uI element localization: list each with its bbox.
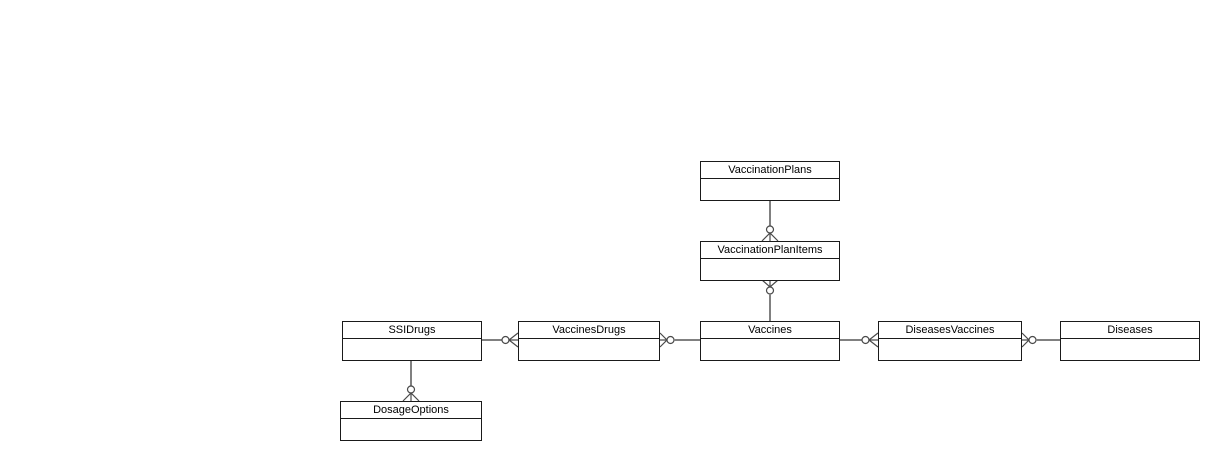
connector-vaccinationplans-vaccinationplanitems[interactable] xyxy=(761,201,779,242)
connector-vaccinationplanitems-vaccines[interactable] xyxy=(761,279,779,321)
entity-diseases-body xyxy=(1061,339,1199,360)
entity-vaccinesdrugs-body xyxy=(519,339,659,360)
entity-diseasesvaccines-label: DiseasesVaccines xyxy=(879,322,1021,339)
entity-vaccinesdrugs[interactable]: VaccinesDrugs xyxy=(518,321,660,361)
entity-vaccinationplanitems-body xyxy=(701,259,839,280)
entity-vaccines[interactable]: Vaccines xyxy=(700,321,840,361)
entity-diseasesvaccines[interactable]: DiseasesVaccines xyxy=(878,321,1022,361)
entity-dosageoptions-body xyxy=(341,419,481,440)
entity-vaccinesdrugs-label: VaccinesDrugs xyxy=(519,322,659,339)
entity-dosageoptions-label: DosageOptions xyxy=(341,402,481,419)
entity-ssidrugs-label: SSIDrugs xyxy=(343,322,481,339)
entity-dosageoptions[interactable]: DosageOptions xyxy=(340,401,482,441)
connector-ssidrugs-dosageoptions[interactable] xyxy=(402,361,420,402)
connector-vaccines-diseasesvaccines[interactable] xyxy=(840,332,879,348)
entity-vaccines-body xyxy=(701,339,839,360)
connector-ssidrugs-vaccinesdrugs[interactable] xyxy=(482,332,519,348)
entity-diseases[interactable]: Diseases xyxy=(1060,321,1200,361)
entity-vaccinationplanitems-label: VaccinationPlanItems xyxy=(701,242,839,259)
entity-vaccinationplanitems[interactable]: VaccinationPlanItems xyxy=(700,241,840,281)
entity-vaccinationplans-label: VaccinationPlans xyxy=(701,162,839,179)
entity-vaccines-label: Vaccines xyxy=(701,322,839,339)
entity-vaccinationplans[interactable]: VaccinationPlans xyxy=(700,161,840,201)
entity-diseases-label: Diseases xyxy=(1061,322,1199,339)
connector-diseasesvaccines-diseases[interactable] xyxy=(1021,332,1060,348)
entity-diseasesvaccines-body xyxy=(879,339,1021,360)
entity-ssidrugs[interactable]: SSIDrugs xyxy=(342,321,482,361)
connector-vaccinesdrugs-vaccines[interactable] xyxy=(659,332,700,348)
entity-ssidrugs-body xyxy=(343,339,481,360)
entity-vaccinationplans-body xyxy=(701,179,839,200)
